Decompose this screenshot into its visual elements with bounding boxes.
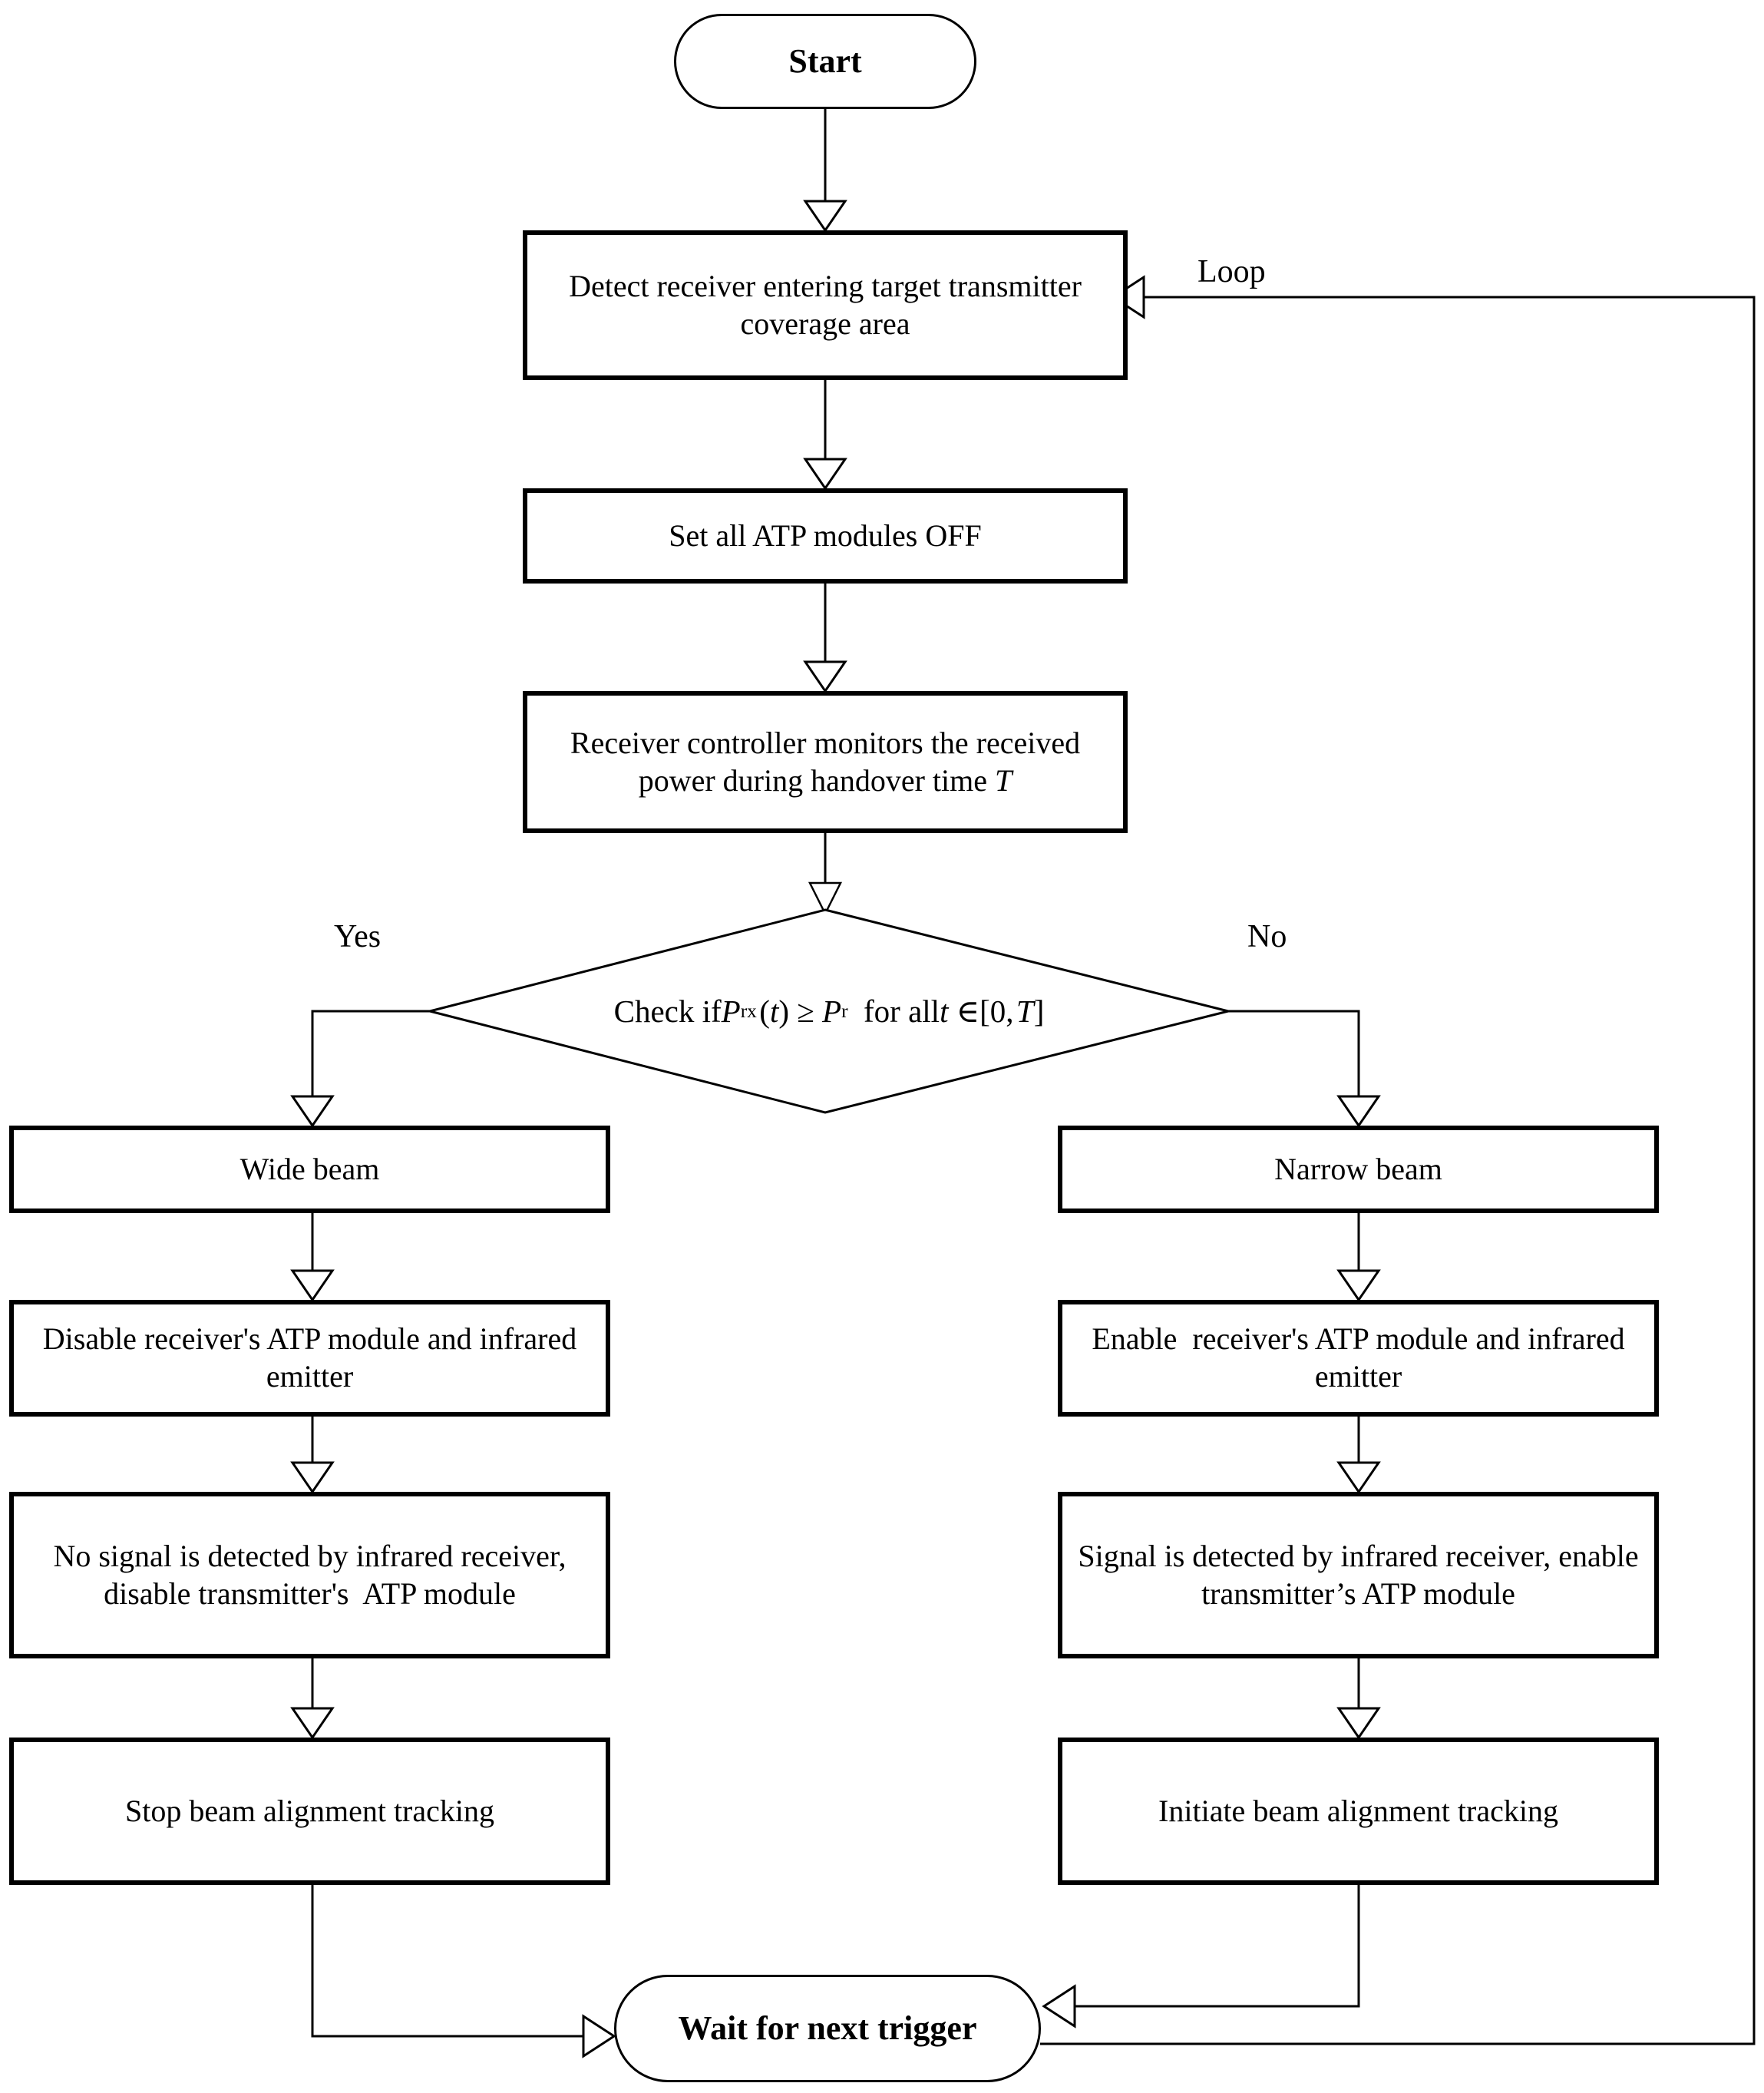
edge-enable-to-signal (1336, 1417, 1381, 1494)
node-wide-beam[interactable]: Wide beam (9, 1126, 610, 1213)
node-start[interactable]: Start (674, 14, 976, 109)
edge-stop-to-wait (311, 1885, 616, 2058)
node-wait-for-next-trigger[interactable]: Wait for next trigger (614, 1975, 1041, 2082)
node-monitor-power[interactable]: Receiver controller monitors the receive… (523, 691, 1128, 833)
decision-comparator: ≥ (797, 994, 814, 1029)
decision-text-mid: for all (847, 994, 940, 1029)
node-detect-receiver[interactable]: Detect receiver entering target transmit… (523, 230, 1128, 380)
node-enable-receiver-atp-label: Enable receiver's ATP module and infrare… (1092, 1321, 1633, 1394)
decision-member-symbol: ∈ (956, 994, 980, 1029)
node-detect-receiver-label: Detect receiver entering target transmit… (569, 268, 1082, 341)
edge-setoff-to-monitor (803, 584, 847, 693)
symbol-P-r-subscript: r (841, 1000, 848, 1022)
decision-text-prefix: Check if (613, 994, 722, 1029)
node-initiate-beam-tracking[interactable]: Initiate beam alignment tracking (1058, 1738, 1659, 1885)
node-disable-receiver-atp[interactable]: Disable receiver's ATP module and infrar… (9, 1300, 610, 1417)
symbol-T-italic: T (995, 762, 1012, 798)
edge-disable-to-nosignal (290, 1417, 335, 1494)
edge-decision-yes-to-wide-beam (290, 1010, 430, 1128)
node-signal-detected[interactable]: Signal is detected by infrared receiver,… (1058, 1492, 1659, 1658)
node-initiate-beam-tracking-label: Initiate beam alignment tracking (1158, 1793, 1558, 1828)
edge-decision-no-to-narrow-beam (1228, 1010, 1381, 1128)
edge-label-no: No (1247, 919, 1287, 954)
node-wide-beam-label: Wide beam (239, 1151, 380, 1186)
decision-of-t: (t) (756, 994, 789, 1029)
node-start-label: Start (788, 42, 862, 81)
node-wait-for-next-trigger-label: Wait for next trigger (678, 2009, 977, 2048)
edge-label-yes: Yes (334, 919, 382, 954)
node-disable-receiver-atp-label: Disable receiver's ATP module and infrar… (42, 1321, 585, 1394)
node-no-signal-detected[interactable]: No signal is detected by infrared receiv… (9, 1492, 610, 1658)
edge-monitor-to-decision (808, 833, 843, 916)
symbol-t-italic: t (940, 994, 949, 1029)
edge-wide-to-disable (290, 1213, 335, 1302)
edge-start-to-detect (803, 109, 847, 233)
node-signal-detected-label: Signal is detected by infrared receiver,… (1078, 1538, 1647, 1611)
edge-signal-to-initiate (1336, 1658, 1381, 1740)
node-stop-beam-tracking[interactable]: Stop beam alignment tracking (9, 1738, 610, 1885)
node-stop-beam-tracking-label: Stop beam alignment tracking (125, 1793, 494, 1828)
decision-interval: [0, T] (979, 994, 1045, 1029)
edge-narrow-to-enable (1336, 1213, 1381, 1302)
node-no-signal-detected-label: No signal is detected by infrared receiv… (53, 1538, 574, 1611)
node-set-atp-off-label: Set all ATP modules OFF (669, 517, 982, 553)
edge-detect-to-setoff (803, 380, 847, 491)
edge-initiate-to-wait (1042, 1885, 1360, 2029)
node-set-atp-off[interactable]: Set all ATP modules OFF (523, 488, 1128, 584)
node-narrow-beam[interactable]: Narrow beam (1058, 1126, 1659, 1213)
symbol-P-rx-subscript: rx (740, 1000, 757, 1022)
edge-label-loop: Loop (1197, 254, 1266, 289)
node-monitor-power-label: Receiver controller monitors the receive… (570, 725, 1081, 798)
edge-nosignal-to-stop (290, 1658, 335, 1740)
symbol-P-rx: P (721, 994, 741, 1029)
node-enable-receiver-atp[interactable]: Enable receiver's ATP module and infrare… (1058, 1300, 1659, 1417)
symbol-P-r: P (822, 994, 842, 1029)
node-narrow-beam-label: Narrow beam (1274, 1151, 1442, 1186)
